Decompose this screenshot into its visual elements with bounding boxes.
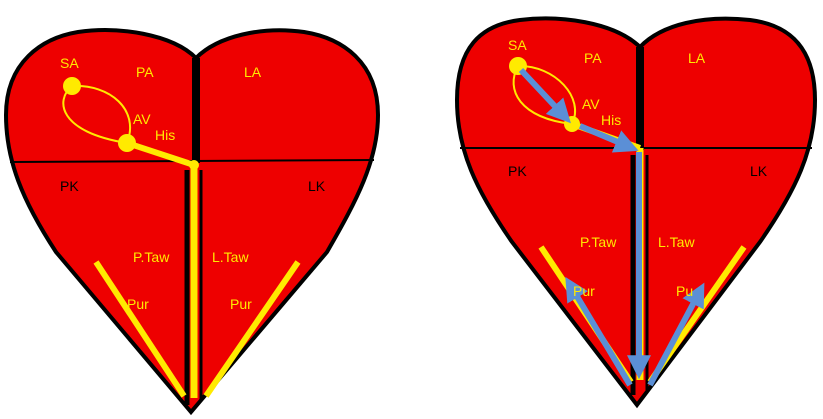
left-label-ltaw: L.Taw	[212, 249, 249, 265]
left-label-pk: PK	[60, 178, 79, 194]
left-sa-node	[63, 77, 81, 95]
left-heart-diagram: SA PA LA AV His PK LK P.Taw L.Taw Pur Pu…	[6, 30, 378, 412]
right-label-his: His	[601, 112, 621, 128]
right-label-pur-left: Pur	[573, 283, 595, 299]
left-label-av: AV	[133, 111, 151, 127]
left-his-junction	[189, 160, 199, 170]
right-label-sa: SA	[508, 37, 527, 53]
right-label-pk: PK	[508, 163, 527, 179]
right-label-pa: PA	[584, 50, 602, 66]
left-label-lk: LK	[308, 178, 326, 194]
right-heart-diagram: SA PA LA AV His PK LK P.Taw L.Taw Pur Pu	[457, 18, 815, 405]
right-label-la: LA	[688, 50, 706, 66]
right-label-pur-right: Pu	[676, 283, 693, 299]
right-label-ptaw: P.Taw	[580, 234, 617, 250]
left-label-his: His	[155, 127, 175, 143]
right-label-av: AV	[582, 96, 600, 112]
left-label-pur-right: Pur	[230, 296, 252, 312]
left-av-node	[118, 134, 136, 152]
right-label-lk: LK	[750, 163, 768, 179]
left-label-sa: SA	[60, 55, 79, 71]
right-av-node	[564, 116, 580, 132]
left-label-pur-left: Pur	[127, 296, 149, 312]
left-label-pa: PA	[136, 64, 154, 80]
left-label-la: LA	[244, 64, 262, 80]
right-label-ltaw: L.Taw	[658, 234, 695, 250]
left-label-ptaw: P.Taw	[133, 249, 170, 265]
